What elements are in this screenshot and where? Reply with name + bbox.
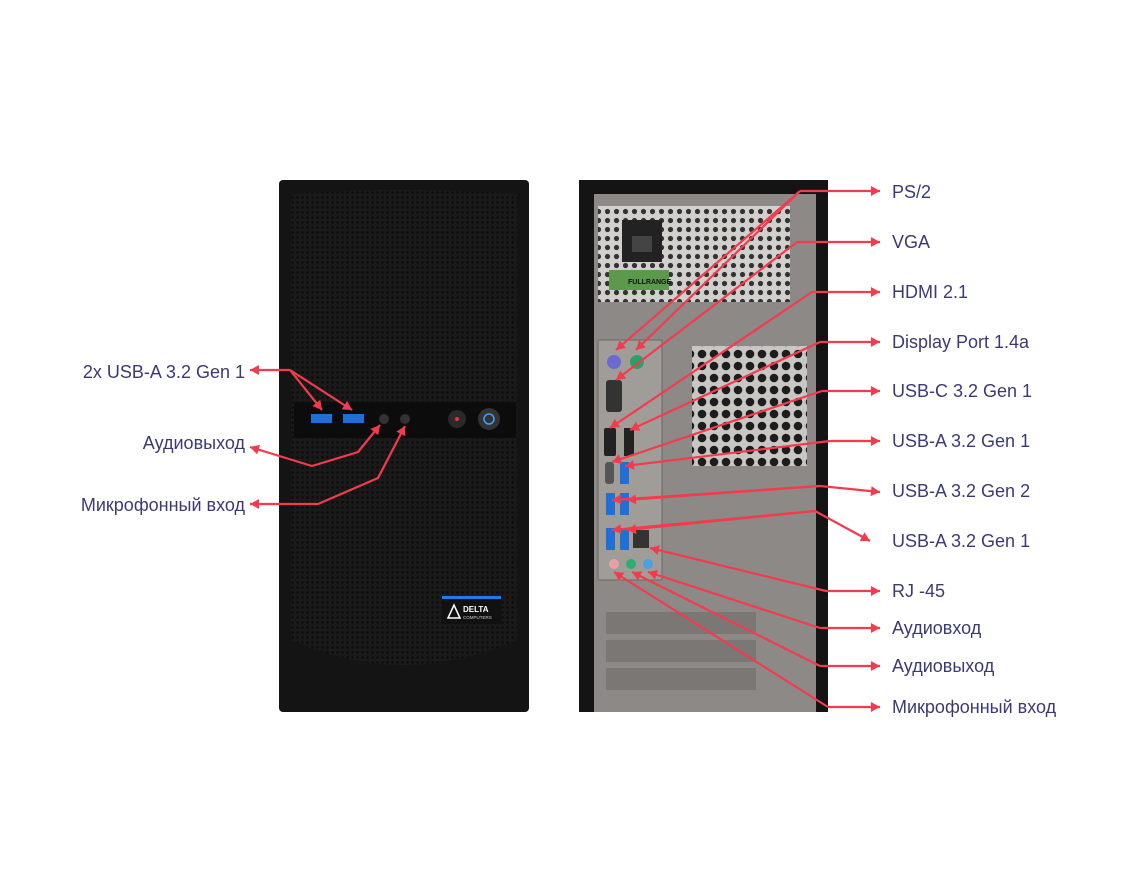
arrow-front-audio [311, 424, 381, 468]
rj45-port [633, 530, 649, 548]
label-rj45: RJ -45 [892, 581, 946, 601]
front-audio-jack [379, 414, 389, 424]
arrow-rear-9-head [871, 386, 880, 396]
arrow-rear-10-head [612, 454, 623, 464]
vga-port [606, 380, 622, 412]
label-usb-a-gen1: USB-A 3.2 Gen 1 [892, 431, 1031, 451]
arrow-rear-26-head [614, 572, 625, 582]
arrow-rear-10 [611, 389, 823, 464]
line-in-jack [643, 559, 653, 569]
arrow-front-usb-2 [289, 369, 353, 411]
front-mic-jack [400, 414, 410, 424]
arrow-rear-18-head [627, 524, 637, 535]
arrow-rear-1-head [616, 340, 627, 350]
delta-logo [442, 599, 501, 624]
arrow-rear-6 [609, 291, 813, 429]
label-audio-in: Аудиовход [892, 618, 982, 638]
arrow-rear-22 [647, 570, 821, 630]
svg-text:FULLRANGE: FULLRANGE [628, 279, 671, 286]
usb-a-port-3 [606, 528, 615, 550]
arrow-rear-23-head [871, 661, 880, 671]
front-usb-port-2 [343, 414, 364, 423]
arrow-rear-8-head [630, 421, 641, 431]
front-case: DELTA COMPUTERS [279, 180, 529, 712]
usb-a-gen2-port-2 [620, 493, 629, 515]
arrow-rear-15 [626, 484, 821, 502]
arrow-front-usb-2-head [341, 400, 352, 410]
arrow-rear-14-head [612, 494, 622, 505]
arrow-rear-13 [819, 484, 881, 494]
arrow-rear-4-head [616, 370, 627, 380]
arrow-rear-11-head [871, 436, 880, 446]
arrow-front-mic [317, 425, 406, 506]
svg-text:DELTA: DELTA [463, 605, 489, 614]
arrow-rear-16 [814, 510, 871, 542]
arrow-front-audio-head [370, 425, 380, 436]
power-button [478, 408, 500, 430]
arrow-rear-7-head [871, 337, 880, 347]
arrow-rear-8 [629, 341, 821, 431]
arrow-rear-13-head [870, 486, 880, 497]
rear-case: FULLRANGE [579, 180, 828, 712]
arrow-rear-20 [649, 546, 827, 593]
front-usb-port-1 [311, 414, 332, 423]
callout-arrows [249, 186, 881, 712]
arrow-front-usb-head [250, 365, 259, 375]
label-usb-a-gen2: USB-A 3.2 Gen 2 [892, 481, 1031, 501]
arrow-rear-17-head [612, 524, 622, 535]
arrow-rear-20-head [650, 545, 660, 555]
arrow-front-mic-label-head [250, 499, 259, 509]
arrow-rear-21-head [871, 623, 880, 633]
label-front-usb: 2x USB-A 3.2 Gen 1 [82, 362, 245, 382]
arrow-rear-12-head [625, 459, 635, 470]
arrow-rear-15-head [627, 494, 637, 505]
label-mic: Микрофонный вход [892, 697, 1057, 717]
arrow-front-audio-label-head [250, 444, 261, 455]
arrow-front-usb-1-head [312, 399, 322, 410]
hdmi-port [604, 428, 616, 456]
line-out-jack [626, 559, 636, 569]
arrow-rear-25-head [871, 702, 880, 712]
arrow-rear-22-head [648, 570, 659, 580]
arrow-rear-2-head [636, 340, 646, 350]
usb-a-port-4 [620, 528, 629, 550]
arrow-rear-16-head [859, 532, 870, 542]
label-displayport: Display Port 1.4a [892, 332, 1030, 352]
label-ps2: PS/2 [892, 182, 932, 202]
svg-text:COMPUTERS: COMPUTERS [463, 615, 492, 620]
ps2-keyboard-port [607, 355, 621, 369]
arrow-rear-0-head [871, 186, 880, 196]
usb-c-port [605, 462, 614, 484]
arrow-rear-19-head [871, 586, 880, 596]
arrow-rear-3-head [871, 237, 880, 247]
arrow-rear-4 [615, 241, 798, 381]
usb-a-gen2-port-1 [606, 493, 615, 515]
arrow-rear-24-head [632, 571, 643, 581]
arrow-rear-26 [613, 571, 829, 708]
arrow-front-audio-label [249, 445, 313, 468]
arrow-front-mic-head [396, 426, 406, 437]
label-audio-out: Аудиовыход [892, 656, 995, 676]
arrow-rear-5-head [871, 287, 880, 297]
label-vga: VGA [892, 232, 931, 252]
label-front-mic: Микрофонный вход [80, 495, 245, 515]
mic-in-jack [609, 559, 619, 569]
arrow-rear-18 [626, 509, 816, 532]
arrow-rear-12 [624, 439, 831, 468]
label-usb-a-gen1-bottom: USB-A 3.2 Gen 1 [892, 531, 1031, 551]
displayport-port [624, 428, 634, 456]
arrow-rear-2 [635, 190, 801, 351]
label-usb-c: USB-C 3.2 Gen 1 [892, 381, 1033, 401]
label-front-audio-out: Аудиовыход [142, 433, 245, 453]
fan-grille [692, 346, 807, 466]
arrow-rear-24 [631, 571, 821, 667]
arrow-rear-1 [615, 190, 801, 351]
label-hdmi: HDMI 2.1 [892, 282, 969, 302]
usb-a-port [620, 462, 629, 484]
arrow-rear-6-head [610, 418, 621, 428]
